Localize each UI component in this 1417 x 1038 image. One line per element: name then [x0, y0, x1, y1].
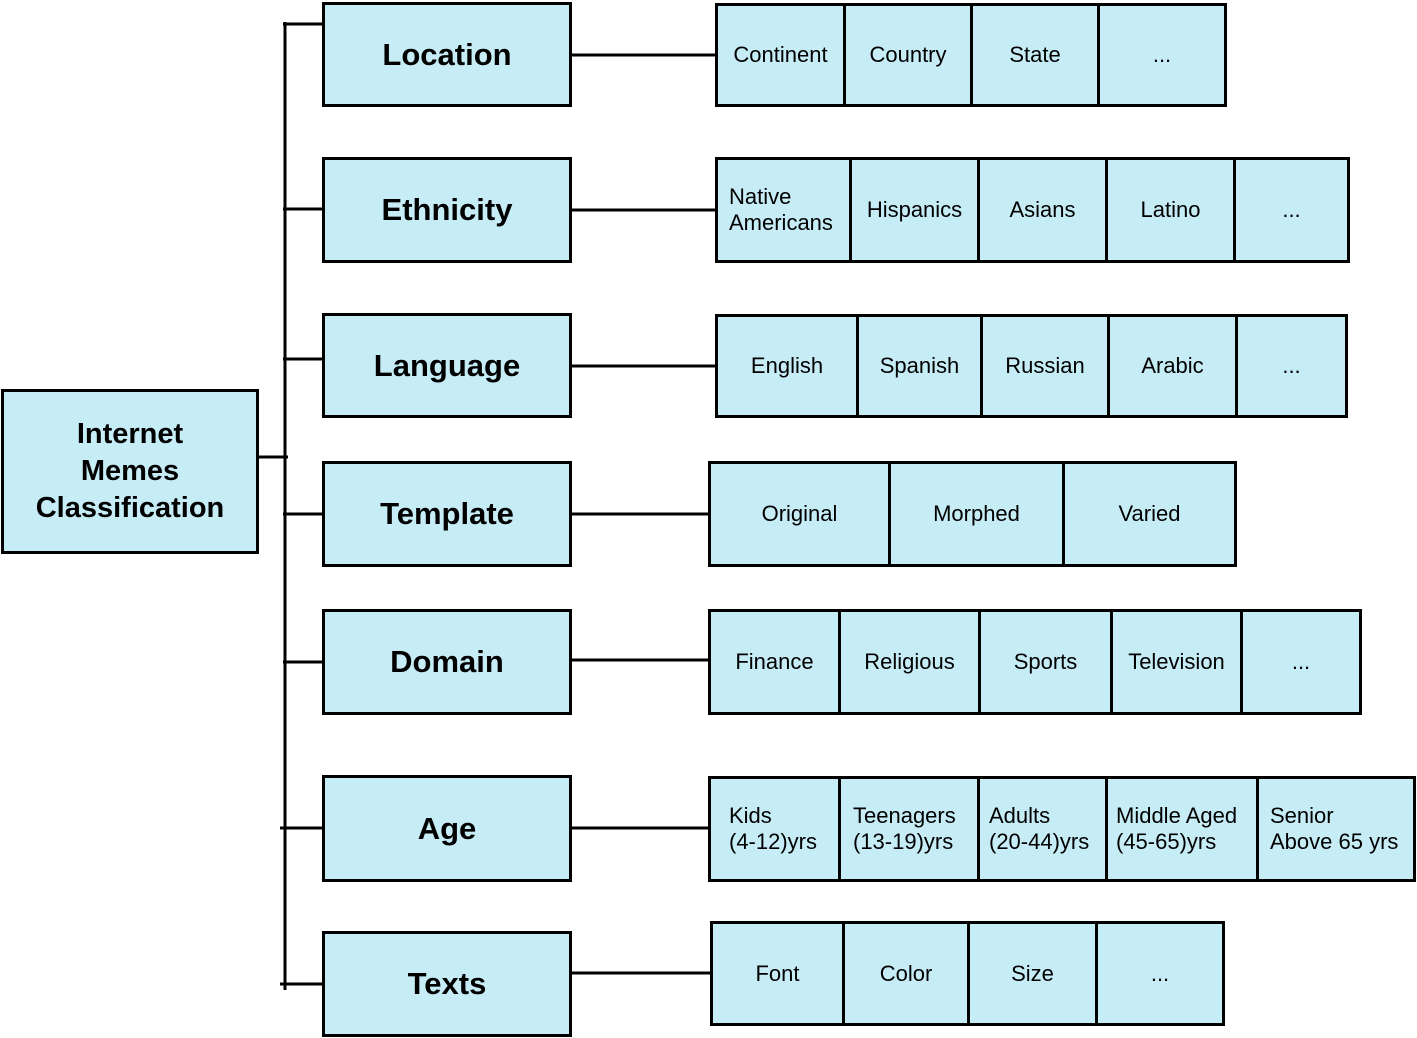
category-domain: Domain: [322, 609, 572, 715]
item-ethnicity-hispanics: Hispanics: [849, 157, 980, 263]
item-template-morphed: Morphed: [888, 461, 1065, 567]
item-location-state: State: [970, 3, 1100, 107]
item-language-english: English: [715, 314, 859, 418]
item-texts-color: Color: [842, 921, 970, 1026]
item-ethnicity-asians: Asians: [977, 157, 1108, 263]
item-texts-size: Size: [967, 921, 1098, 1026]
item-location-country: Country: [843, 3, 973, 107]
item-domain-finance: Finance: [708, 609, 841, 715]
item-age-kids: Kids (4-12)yrs: [708, 776, 841, 882]
root-node: Internet Memes Classification: [1, 389, 259, 554]
item-template-original: Original: [708, 461, 891, 567]
item-template-varied: Varied: [1062, 461, 1237, 567]
category-texts: Texts: [322, 931, 572, 1037]
item-texts-font: Font: [710, 921, 845, 1026]
item-age-teenagers: Teenagers (13-19)yrs: [838, 776, 980, 882]
item-age-middle-aged: Middle Aged (45-65)yrs: [1105, 776, 1259, 882]
item-location-more: ...: [1097, 3, 1227, 107]
item-ethnicity-latino: Latino: [1105, 157, 1236, 263]
category-ethnicity: Ethnicity: [322, 157, 572, 263]
item-age-adults: Adults (20-44)yrs: [977, 776, 1108, 882]
item-domain-sports: Sports: [978, 609, 1113, 715]
category-template: Template: [322, 461, 572, 567]
item-language-russian: Russian: [980, 314, 1110, 418]
item-ethnicity-native-americans: Native Americans: [715, 157, 852, 263]
item-language-spanish: Spanish: [856, 314, 983, 418]
item-language-arabic: Arabic: [1107, 314, 1238, 418]
category-language: Language: [322, 313, 572, 418]
item-domain-religious: Religious: [838, 609, 981, 715]
category-age: Age: [322, 775, 572, 882]
item-texts-more: ...: [1095, 921, 1225, 1026]
item-domain-television: Television: [1110, 609, 1243, 715]
item-ethnicity-more: ...: [1233, 157, 1350, 263]
item-language-more: ...: [1235, 314, 1348, 418]
item-location-continent: Continent: [715, 3, 846, 107]
item-domain-more: ...: [1240, 609, 1362, 715]
item-age-senior: Senior Above 65 yrs: [1256, 776, 1416, 882]
category-location: Location: [322, 2, 572, 107]
